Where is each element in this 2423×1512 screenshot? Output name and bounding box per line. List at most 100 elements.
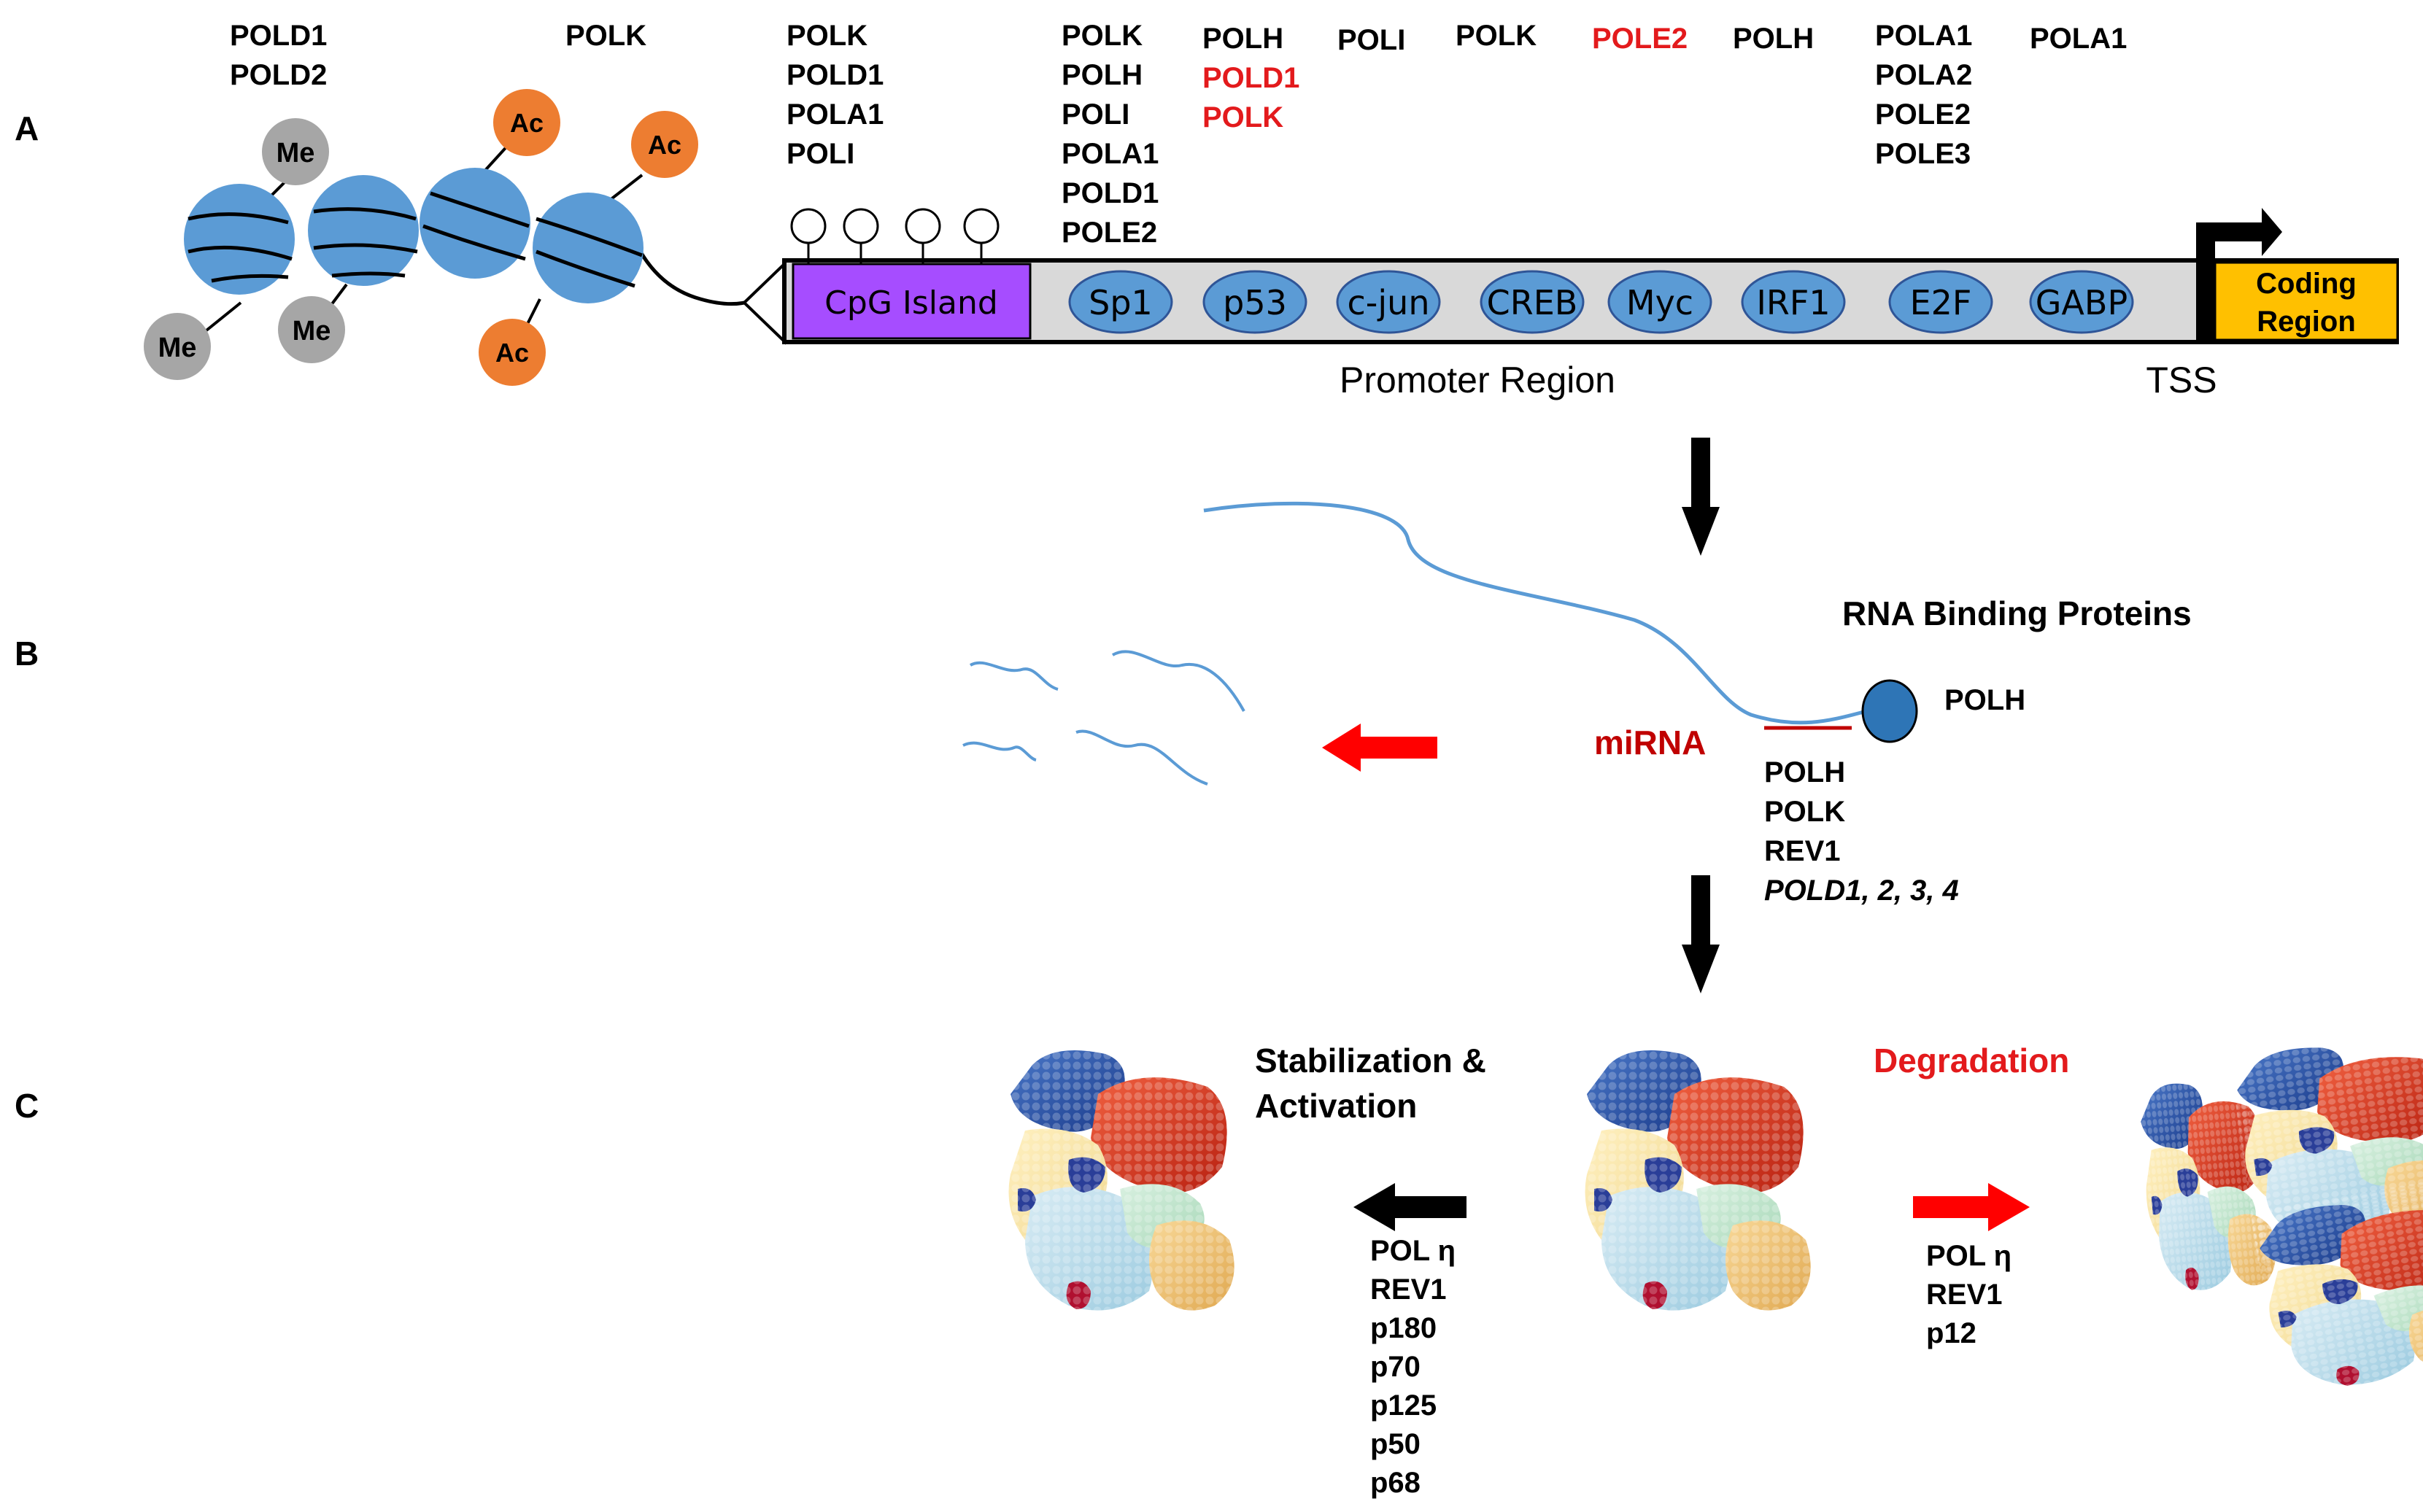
tf-ellipse [1480,270,1585,334]
cpg-label-1: POLK [787,20,867,52]
rbp-label: POLH [1944,684,2025,716]
tf-regulator-label: POLA1 [1062,138,1159,170]
tf-regulator-label: POLK [1202,101,1283,133]
acetyl-text-3: Ac [495,338,529,368]
tf-name: CREB [1487,283,1578,322]
rbp-circle [1861,679,1918,743]
nucleosome-3 [420,168,530,279]
epigenetic-label-2: POLD2 [230,59,327,91]
tf-name: p53 [1223,283,1287,322]
stabilization-item: p125 [1370,1389,1437,1422]
nucleosome-2 [308,175,419,286]
acetyl-mark-2 [631,111,698,178]
mirna-target-1: POLH [1764,756,1845,788]
degradation-item: POL η [1926,1240,2012,1272]
gene-promoter: CpG Island Sp1 p53 c-jun CREB Myc IRF1 E2F GABP… [742,208,2399,400]
acetyl-text-2: Ac [648,130,681,160]
cpg-island-box [792,263,1032,340]
tf-name: GABP [2036,283,2128,322]
stabilization-item: p50 [1370,1428,1421,1460]
central-protein-structure [1583,1039,1824,1324]
coding-region-text-2: Region [2257,306,2356,338]
stabilization-item: p180 [1370,1312,1437,1344]
tf-regulator-label: POLI [1062,98,1129,131]
rbp-title: RNA Binding Proteins [1842,594,2192,632]
tss-arrow-icon [2262,208,2282,256]
tf-regulator-label: POLH [1202,23,1283,55]
degradation-arrow-b-icon [1353,737,1437,759]
promoter-region-label: Promoter Region [1340,360,1615,400]
stabilization-item: POL η [1370,1235,1456,1267]
tf-ellipse [1202,270,1307,334]
tss-marker [2196,222,2215,342]
panel-label-a: A [15,109,39,147]
coding-region-box [2214,261,2399,341]
tf-regulator-label: POLA1 [1875,20,1972,52]
epigenetic-label-1: POLD1 [230,20,327,52]
tf-ellipse [1607,270,1712,334]
cpg-island-text: CpG Island [824,284,998,322]
nucleosome-1 [184,184,295,295]
cpg-label-3: POLA1 [787,98,884,131]
tf-regulator-label: POLD1 [1202,62,1299,94]
mirna-target-2: POLK [1764,796,1845,828]
nucleosome-chain: Me Me Me Ac Ac Ac [144,89,745,386]
tf-name: E2F [1910,283,1972,322]
tf-regulator-label: POLA2 [1875,59,1972,91]
methyl-text-1: Me [277,138,315,168]
stabilization-item: p70 [1370,1351,1421,1383]
tf-regulator-label: POLH [1733,23,1814,55]
tf-ellipse [2029,270,2134,334]
tf-name: Myc [1626,283,1693,322]
mrna-strand [1203,501,1883,725]
tf-regulator-label: POLD1 [1062,177,1159,209]
mirna-target-3: REV1 [1764,835,1841,867]
tf-regulator-label: POLE3 [1875,138,1971,170]
tf-name: IRF1 [1756,283,1830,322]
tf-name: c-jun [1348,283,1430,322]
protein-panel: Stabilization & Activation Degradation P… [1007,1017,2423,1499]
degradation-title: Degradation [1874,1042,2069,1079]
coding-region-text-1: Coding [2256,268,2357,300]
down-arrows [1682,438,1720,993]
tf-regulator-labels: POLKPOLHPOLIPOLA1POLD1POLE2POLHPOLD1POLK… [1062,20,2127,249]
degraded-rna-fragments [962,650,1245,786]
arrow-a-to-b-icon [1691,438,1710,511]
tf-ellipse [1336,270,1441,334]
top-regulator-labels: POLD1 POLD2 POLK POLK POLD1 POLA1 POLI [230,20,884,170]
cpg-lollipops [790,208,1000,264]
mrna-panel: RNA Binding Proteins POLH miRNA POLH POL… [962,501,2192,907]
degradation-item: p12 [1926,1317,1976,1349]
tf-regulator-label: POLK [1062,20,1143,52]
tf-ellipse [1068,270,1173,334]
arrow-b-to-c-icon [1691,875,1710,948]
stabilization-title-1: Stabilization & [1255,1042,1486,1079]
stabilization-title-2: Activation [1255,1087,1417,1125]
methyl-text-2: Me [158,333,197,363]
tf-ellipse [1741,270,1846,334]
cpg-label-2: POLD1 [787,59,884,91]
tf-regulator-label: POLA1 [2030,23,2127,55]
tf-name: Sp1 [1089,283,1153,322]
panel-label-b: B [15,635,39,672]
methyl-text-3: Me [293,316,331,346]
tf-ellipse [1888,270,1993,334]
nucleosome-4 [533,193,644,303]
histone-label-1: POLK [565,20,646,52]
stabilized-protein-structure [1007,1039,1248,1324]
transcription-factors: Sp1 p53 c-jun CREB Myc IRF1 E2F GABP [1068,270,2134,334]
tf-regulator-label: POLE2 [1062,217,1157,249]
methyl-mark-3 [278,296,345,363]
acetyl-mark-1 [493,89,560,156]
tss-label: TSS [2146,360,2217,400]
tf-regulator-label: POLE2 [1875,98,1971,131]
tf-regulator-label: POLE2 [1592,23,1688,55]
tf-regulator-label: POLK [1456,20,1537,52]
mirna-label: miRNA [1594,724,1706,761]
stabilization-item: p68 [1370,1467,1421,1499]
mirna-target-italic: POLD1, 2, 3, 4 [1764,875,1959,907]
acetyl-text-1: Ac [510,108,544,138]
